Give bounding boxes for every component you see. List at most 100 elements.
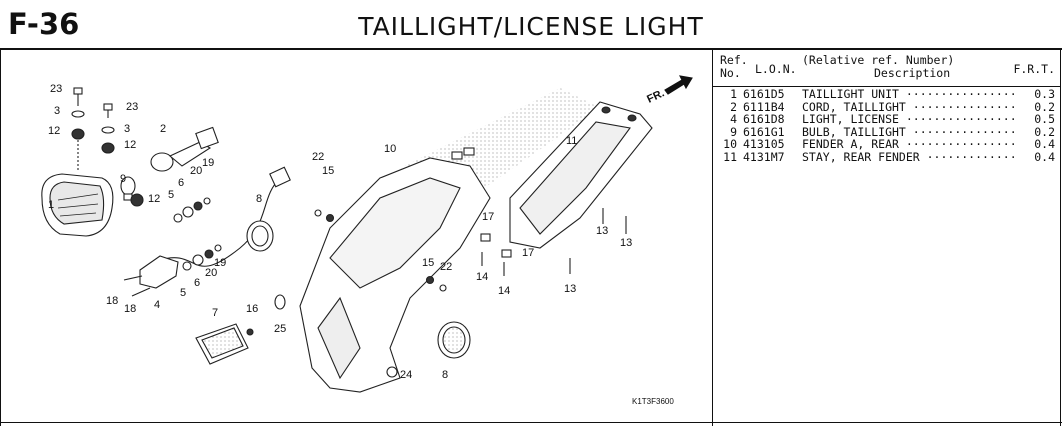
- callout-24: 24: [400, 369, 412, 381]
- license-light-part: [123, 255, 179, 297]
- cord-wire: [159, 177, 281, 267]
- ref-no-cell: 2: [730, 99, 737, 114]
- callout-14: 14: [498, 285, 510, 297]
- callout-17: 17: [482, 211, 494, 223]
- callout-9: 9: [120, 173, 126, 185]
- callout-12: 12: [48, 125, 60, 137]
- callout-3: 3: [124, 123, 130, 135]
- lon-cell: 413105: [743, 137, 785, 151]
- header-ref-no: Ref.No.: [720, 54, 748, 80]
- collar-3-mid: [101, 126, 115, 134]
- leader-dots: CORD, TAILLIGHT ························…: [802, 100, 1017, 113]
- ref-no-cell: 10: [723, 137, 737, 151]
- header-desc-line1: (Relative ref. Number): [802, 53, 955, 67]
- stay-rear-fender-part: [509, 101, 653, 249]
- lon-cell: 6161G1: [743, 124, 785, 139]
- callout-17: 17: [522, 247, 534, 259]
- leader-dots: BULB, TAILLIGHT ························…: [802, 125, 1017, 138]
- frt-cell: 0.4: [1034, 137, 1055, 151]
- callout-23: 23: [50, 83, 62, 95]
- grommet-12-left: [71, 128, 85, 140]
- callout-15: 15: [422, 257, 434, 269]
- header-ref-label: Ref.No.: [720, 54, 748, 80]
- page-title: TAILLIGHT/LICENSE LIGHT: [358, 12, 704, 41]
- callout-3: 3: [54, 105, 60, 117]
- leader-dots: FENDER A, REAR ·························…: [802, 138, 1017, 151]
- ref-no-cell: 4: [730, 112, 737, 126]
- callout-12: 12: [148, 193, 160, 205]
- cord-taillight-socket: [150, 126, 219, 172]
- table-row: 10 413105 FENDER A, REAR ·················…: [713, 138, 1061, 151]
- cap-8-left: [246, 220, 274, 252]
- figure-code: K1T3F3600: [632, 397, 674, 406]
- frt-cell: 0.5: [1034, 112, 1055, 126]
- taillight-unit-part: [41, 173, 114, 237]
- callout-13: 13: [620, 237, 632, 249]
- section-code: F-36: [8, 7, 80, 41]
- callout-18: 18: [106, 295, 118, 307]
- parts-rows: 1 6161D5 TAILLIGHT UNIT ··················…: [713, 88, 1061, 163]
- table-row: 9 6161G1 BULB, TAILLIGHT ·················…: [713, 124, 1061, 139]
- leader-dots: LIGHT, LICENSE ·························…: [802, 113, 1017, 126]
- callout-6: 6: [194, 277, 200, 289]
- ref-no-cell: 11: [723, 149, 737, 164]
- rear-fender-a-part: [299, 147, 491, 393]
- callout-19: 19: [214, 257, 226, 269]
- callout-6: 6: [178, 177, 184, 189]
- callout-22: 22: [440, 261, 452, 273]
- callout-12: 12: [124, 139, 136, 151]
- callout-18: 18: [124, 303, 136, 315]
- leader-dots: TAILLIGHT UNIT ·························…: [802, 88, 1017, 101]
- callout-2: 2: [160, 123, 166, 135]
- table-row: 1 6161D5 TAILLIGHT UNIT ··················…: [713, 88, 1061, 101]
- front-direction-label: FR.: [645, 87, 666, 105]
- page-frame: [0, 48, 1061, 426]
- callout-25: 25: [274, 323, 286, 335]
- screw-23-mid: [103, 103, 113, 111]
- cord-connector: [269, 166, 291, 188]
- reflector-part: [195, 323, 249, 365]
- leader-dots: STAY, REAR FENDER ······················…: [802, 150, 1017, 163]
- frt-cell: 0.4: [1034, 149, 1055, 164]
- screw-23-left: [73, 87, 83, 106]
- page-header: F-36 TAILLIGHT/LICENSE LIGHT: [0, 0, 1062, 50]
- callout-13: 13: [564, 283, 576, 295]
- callout-15: 15: [322, 165, 334, 177]
- callout-8: 8: [256, 193, 262, 205]
- callout-5: 5: [180, 287, 186, 299]
- callout-4: 4: [154, 299, 160, 311]
- callout-11: 11: [566, 135, 577, 147]
- frt-cell: 0.3: [1034, 87, 1055, 101]
- callout-16: 16: [246, 303, 258, 315]
- header-rule: [713, 86, 1061, 87]
- table-row: 11 4131M7 STAY, REAR FENDER ··············…: [713, 149, 1061, 164]
- ref-no-cell: 1: [730, 87, 737, 101]
- header-description: (Relative ref. Number) Description: [802, 54, 954, 80]
- ref-no-cell: 9: [730, 124, 737, 139]
- callout-22: 22: [312, 151, 324, 163]
- header-ref-line-2: No.: [720, 66, 741, 80]
- column-divider: [712, 48, 713, 426]
- callout-1: 1: [48, 199, 54, 211]
- lon-cell: 4131M7: [743, 149, 785, 164]
- bulb-part: [120, 176, 136, 201]
- table-row: 4 6161D8 LIGHT, LICENSE ··················…: [713, 113, 1061, 126]
- callout-19: 19: [202, 157, 214, 169]
- grommet-12-lower: [130, 193, 144, 207]
- lon-cell: 6161D5: [743, 87, 785, 101]
- frt-cell: 0.2: [1034, 99, 1055, 114]
- header-frt: F.R.T.: [1013, 62, 1055, 76]
- callout-20: 20: [190, 165, 202, 177]
- header-ref-line-1: Ref.: [720, 53, 748, 67]
- header-desc-line2: Description: [874, 66, 951, 80]
- parts-table: Ref.No. L.O.N. (Relative ref. Number) De…: [713, 48, 1061, 422]
- callout-8: 8: [442, 369, 448, 381]
- grommet-12-mid: [101, 142, 115, 154]
- callout-10: 10: [384, 143, 396, 155]
- frt-cell: 0.2: [1034, 124, 1055, 139]
- lon-cell: 6161D8: [743, 112, 785, 126]
